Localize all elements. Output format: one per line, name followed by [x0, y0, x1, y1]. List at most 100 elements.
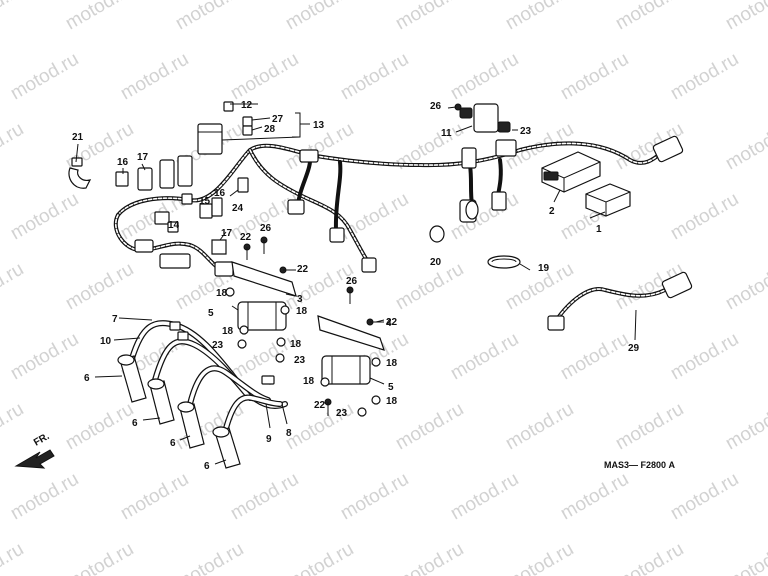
- watermark-text: motod.ru: [392, 399, 467, 455]
- spark-plug-cables: [117, 320, 288, 469]
- callout-6-a: 6: [84, 373, 90, 384]
- watermark-text: motod.ru: [392, 539, 467, 576]
- callout-22-b: 22: [297, 264, 309, 275]
- watermark-text: motod.ru: [172, 539, 247, 576]
- callout-17-b: 17: [221, 228, 233, 239]
- callout-28: 28: [264, 124, 276, 135]
- callout-9: 9: [266, 434, 272, 445]
- callout-23-a: 23: [520, 126, 532, 137]
- callout-14: 14: [168, 220, 180, 231]
- ecu-group: [429, 103, 631, 269]
- main-wire-harness: [113, 135, 684, 277]
- callout-20: 20: [430, 257, 442, 268]
- callout-12: 12: [241, 100, 253, 111]
- watermark-text: motod.ru: [722, 119, 768, 175]
- watermark-text: motod.ru: [282, 0, 357, 34]
- callout-1: 1: [596, 224, 602, 235]
- callout-6-b: 6: [132, 418, 138, 429]
- callout-21: 21: [72, 132, 84, 143]
- leader-lines: [75, 103, 637, 465]
- watermark-text: motod.ru: [62, 259, 137, 315]
- watermark-text: motod.ru: [722, 0, 768, 34]
- watermark-text: motod.ru: [447, 469, 522, 525]
- callout-labels: 1 2 3 4 5 5 6 6 6 6 7 8 9 10 11 12 13 14…: [72, 100, 640, 472]
- watermark-text: motod.ru: [667, 49, 742, 105]
- callout-22-a: 22: [240, 232, 252, 243]
- callout-23-d: 23: [336, 408, 348, 419]
- front-direction-label: FR.: [32, 431, 52, 449]
- callout-27: 27: [272, 114, 284, 125]
- watermark-text: motod.ru: [62, 399, 137, 455]
- callout-18-c: 18: [222, 326, 234, 337]
- catalog-code: MAS3— F2800 A: [604, 460, 676, 470]
- callout-26-b: 26: [260, 223, 272, 234]
- callout-17-a: 17: [137, 152, 149, 163]
- watermark-text: motod.ru: [7, 189, 82, 245]
- callout-5-lower: 5: [388, 382, 394, 393]
- watermark-text: motod.ru: [612, 399, 687, 455]
- callout-18-f: 18: [386, 358, 398, 369]
- watermark-text: motod.ru: [227, 469, 302, 525]
- watermark-text: motod.ru: [62, 539, 137, 576]
- watermark-text: motod.ru: [557, 329, 632, 385]
- watermark-text: motod.ru: [227, 49, 302, 105]
- watermark-text: motod.ru: [337, 469, 412, 525]
- callout-11: 11: [441, 128, 452, 139]
- watermark-text: motod.ru: [117, 49, 192, 105]
- callout-13: 13: [313, 120, 325, 131]
- watermark-text: motod.ru: [557, 49, 632, 105]
- callout-4: 4: [386, 318, 392, 329]
- watermark-text: motod.ru: [282, 539, 357, 576]
- watermark-text: motod.ru: [0, 119, 27, 175]
- callout-22-d: 22: [314, 400, 326, 411]
- ignition-coil-lower: [317, 315, 385, 385]
- watermark-text: motod.ru: [722, 259, 768, 315]
- callout-18-e: 18: [303, 376, 315, 387]
- callout-26-a: 26: [430, 101, 442, 112]
- watermark-text: motod.ru: [337, 49, 412, 105]
- ignition-coil-upper: [231, 261, 297, 331]
- callout-3: 3: [297, 294, 303, 305]
- callout-24: 24: [232, 203, 244, 214]
- watermark-text: motod.ru: [502, 539, 577, 576]
- watermark-text: motod.ru: [557, 469, 632, 525]
- callout-6-c: 6: [170, 438, 176, 449]
- callout-8: 8: [286, 428, 292, 439]
- harness-clamp: [68, 167, 92, 189]
- watermark-text: motod.ru: [337, 189, 412, 245]
- callout-16-a: 16: [117, 157, 129, 168]
- callout-7: 7: [112, 314, 118, 325]
- watermark-text: motod.ru: [722, 539, 768, 576]
- callout-18-d: 18: [290, 339, 302, 350]
- watermark-text: motod.ru: [7, 329, 82, 385]
- callout-23-c: 23: [294, 355, 306, 366]
- callout-19: 19: [538, 263, 550, 274]
- watermark-text: motod.ru: [7, 469, 82, 525]
- fasteners: [225, 236, 384, 417]
- callout-18-a: 18: [216, 288, 228, 299]
- relay-cluster: [115, 101, 253, 255]
- watermark-text: motod.ru: [447, 189, 522, 245]
- watermark-text: motod.ru: [502, 399, 577, 455]
- watermark-text: motod.ru: [612, 539, 687, 576]
- callout-2: 2: [549, 206, 555, 217]
- callout-5-upper: 5: [208, 308, 214, 319]
- watermark-text: motod.ru: [172, 0, 247, 34]
- watermark-text: motod.ru: [667, 469, 742, 525]
- callout-18-g: 18: [386, 396, 398, 407]
- sensor-wire: [547, 271, 693, 331]
- front-direction-arrow: [14, 449, 55, 469]
- callout-10: 10: [100, 336, 112, 347]
- watermark-text: motod.ru: [392, 0, 467, 34]
- watermark-text: motod.ru: [117, 469, 192, 525]
- watermark-text: motod.ru: [447, 49, 522, 105]
- watermark-text: motod.ru: [227, 189, 302, 245]
- watermark-text: motod.ru: [0, 259, 27, 315]
- watermark-text: motod.ru: [0, 399, 27, 455]
- watermark-text: motod.ru: [0, 0, 27, 34]
- callout-22-c: 22: [386, 317, 398, 328]
- watermark-text: motod.ru: [62, 0, 137, 34]
